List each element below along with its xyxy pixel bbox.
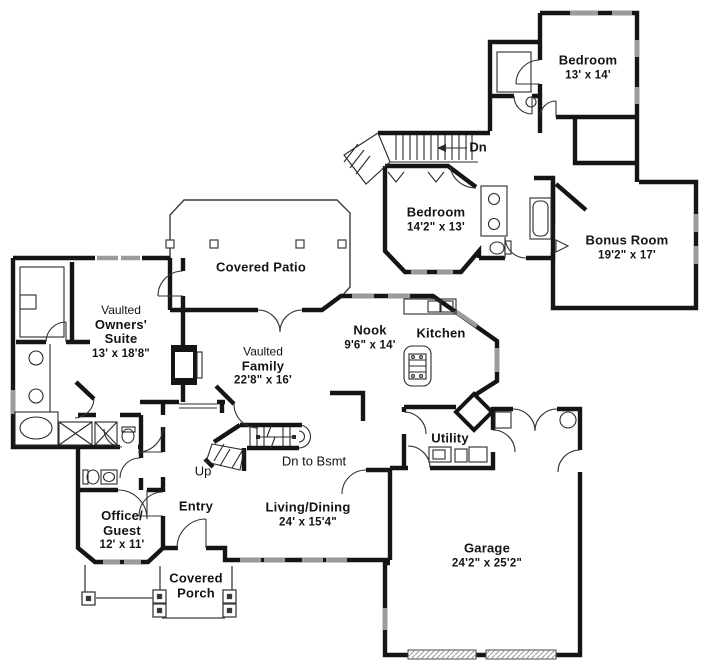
- room-label-covered-patio: Covered Patio: [215, 259, 307, 276]
- powder-room-fixtures: [82, 469, 118, 485]
- room-dims: 14'2" x 13': [407, 220, 465, 233]
- stairs-down-basement-label: Dn to Bsmt: [281, 453, 347, 469]
- stairs-upper-arrowhead: [437, 144, 446, 152]
- fireplace: [171, 345, 203, 385]
- entry-closet-rod: [179, 403, 217, 409]
- room-label-office-guest: Office/ Guest 12' x 11': [99, 507, 145, 553]
- room-name: Garage: [463, 540, 511, 556]
- stairs-main: [205, 424, 311, 471]
- pantry-diamond: [453, 391, 495, 433]
- room-prefix: Vaulted: [243, 344, 283, 359]
- room-label-garage: Garage 24'2" x 25'2": [452, 541, 522, 570]
- room-dims: 24' x 15'4": [279, 515, 337, 528]
- room-name: Porch: [177, 585, 215, 600]
- room-label-bedroom-main-upper: Bedroom 14'2" x 13': [407, 205, 465, 234]
- stairs-up-label: Up: [194, 463, 212, 479]
- room-label-bonus-room: Bonus Room 19'2" x 17': [586, 233, 669, 262]
- room-name: Covered Patio: [215, 259, 307, 275]
- upper-bath-fixtures: [480, 51, 552, 255]
- porch-posts: [81, 589, 237, 618]
- patio-outline: [169, 199, 351, 298]
- room-name: Office/: [101, 507, 143, 523]
- room-name: Kitchen: [416, 325, 466, 341]
- room-name: Owners': [94, 316, 148, 332]
- bonus-door-marker: [555, 239, 570, 253]
- room-dims: 13' x 14': [565, 68, 611, 81]
- doors: [45, 59, 581, 549]
- stairs-main-arrow-ends: [256, 435, 296, 439]
- room-name: Suite: [104, 331, 138, 347]
- room-name: Entry: [178, 498, 214, 514]
- room-name: Guest: [103, 522, 141, 538]
- room-label-family: Vaulted Family 22'8" x 16': [234, 345, 292, 388]
- annotation-stairs-down: Dn: [469, 140, 486, 155]
- garage-door: [407, 649, 477, 660]
- room-label-owners-suite: Vaulted Owners' Suite 13' x 18'8": [92, 303, 150, 362]
- room-label-nook: Nook 9'6" x 14': [344, 323, 395, 352]
- stairs-down-label: Dn: [469, 139, 487, 155]
- porch-outline: [84, 565, 233, 619]
- room-name: Nook: [353, 322, 387, 338]
- water-heater-icon: [559, 411, 577, 429]
- room-dims: 24'2" x 25'2": [451, 556, 523, 569]
- room-dims: 13' x 18'8": [92, 347, 150, 360]
- room-name: Covered: [169, 570, 223, 586]
- patio-posts: [165, 239, 347, 249]
- room-prefix: Vaulted: [101, 303, 141, 318]
- room-label-covered-porch: Covered Porch: [169, 571, 222, 600]
- annotation-stairs-up: Up: [195, 464, 212, 479]
- garage-details: [407, 411, 577, 660]
- room-label-bedroom-upper: Bedroom 13' x 14': [559, 53, 617, 82]
- room-dims: 12' x 11': [99, 539, 145, 552]
- room-name: Living/Dining: [265, 499, 351, 515]
- room-dims: 22'8" x 16': [234, 374, 292, 387]
- kitchen-island: [403, 345, 432, 387]
- master-bath-fixtures: [14, 266, 136, 446]
- ceiling-vault-marks: [387, 171, 445, 183]
- room-name: Bonus Room: [585, 232, 669, 248]
- room-name: Family: [241, 358, 285, 374]
- room-label-living-dining: Living/Dining 24' x 15'4": [266, 500, 351, 529]
- stairs-upper: [343, 132, 478, 185]
- room-dims: 19'2" x 17': [598, 248, 656, 261]
- room-name: Bedroom: [558, 52, 618, 68]
- windows: [10, 10, 699, 630]
- annotation-stairs-down-basement: Dn to Bsmt: [282, 454, 346, 469]
- room-name: Utility: [431, 430, 469, 446]
- room-name: Bedroom: [406, 204, 466, 220]
- garage-door: [485, 649, 557, 660]
- kitchen-fixtures: [403, 298, 457, 387]
- room-label-entry: Entry: [178, 498, 214, 515]
- room-label-utility: Utility: [431, 430, 469, 447]
- room-label-kitchen: Kitchen: [416, 325, 466, 342]
- room-dims: 9'6" x 14': [344, 338, 396, 351]
